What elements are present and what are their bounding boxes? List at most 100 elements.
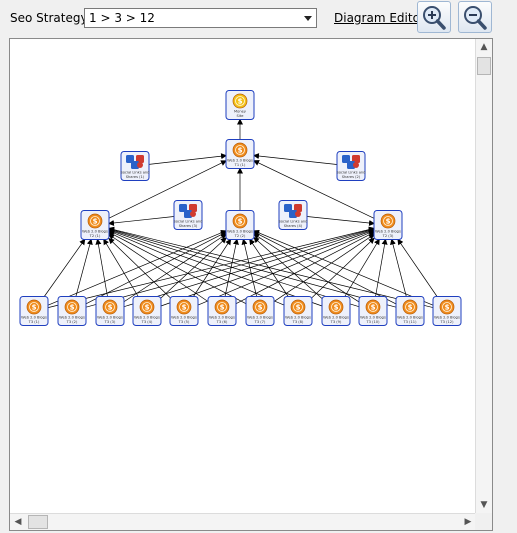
svg-text:$: $ [334, 304, 339, 312]
edge-t3-6-t2-2 [224, 238, 239, 297]
edge-t3-12-t2-3 [397, 238, 438, 297]
coin-icon: $ [26, 299, 42, 315]
edge-t3-11-t2-3 [390, 238, 407, 297]
edge-social-4-t2 [306, 216, 375, 226]
svg-text:$: $ [108, 304, 113, 312]
edge-t3-10-t2-2 [253, 233, 360, 303]
coin-icon: $ [290, 299, 306, 315]
edge-t3-2-t2-1 [75, 238, 93, 297]
edge-t3-10-t2-1 [108, 227, 360, 308]
edge-t3-2-t2-2 [85, 231, 227, 305]
scroll-left-icon[interactable]: ◀ [14, 517, 22, 527]
seo-strategy-select[interactable]: 1 > 3 > 12 [84, 8, 317, 28]
edge-t3-5-t2-3 [197, 230, 375, 306]
edge-t3-6-t2-3 [235, 231, 375, 305]
edge-t2-3-t1 [253, 160, 375, 219]
scrollbar-corner [475, 513, 492, 530]
edge-t3-2-t2-3 [85, 227, 375, 308]
social-share-icon [342, 155, 360, 169]
edge-t3-5-t2-2 [193, 238, 232, 297]
zoom-out-button[interactable] [458, 1, 492, 33]
diagram-editor-link[interactable]: Diagram Editor [334, 11, 425, 25]
social-share-icon [179, 204, 197, 218]
edge-social-3-t2 [108, 216, 175, 226]
coin-icon: $ [402, 299, 418, 315]
svg-text:$: $ [145, 304, 150, 312]
svg-text:$: $ [408, 304, 413, 312]
edge-t3-7-t2-1 [108, 231, 247, 305]
coin-icon: $ [87, 213, 103, 229]
coin-icon: $ [328, 299, 344, 315]
edge-t3-4-t2-3 [160, 228, 375, 307]
zoom-out-icon [464, 6, 487, 30]
coin-icon: $ [232, 213, 248, 229]
edge-t2-1-t1 [108, 160, 227, 219]
edge-t3-4-t2-1 [103, 238, 139, 297]
edge-t3-6-t2-1 [108, 233, 209, 302]
edge-t3-3-t2-1 [95, 238, 108, 297]
edge-t3-7-t2-2 [241, 238, 257, 297]
coin-icon: $ [214, 299, 230, 315]
edge-t3-8-t2-2 [249, 238, 289, 297]
vertical-scrollbar[interactable]: ▲ ▼ [475, 39, 492, 513]
horizontal-scrollbar[interactable]: ◀ ▶ [10, 513, 476, 530]
edge-t3-4-t2-2 [160, 237, 227, 299]
svg-text:$: $ [238, 98, 243, 106]
coin-icon: $ [64, 299, 80, 315]
scroll-up-icon[interactable]: ▲ [480, 42, 488, 52]
horizontal-scroll-thumb[interactable] [28, 515, 48, 529]
zoom-in-button[interactable] [417, 1, 451, 33]
chevron-down-icon[interactable] [304, 16, 312, 21]
coin-icon: $ [365, 299, 381, 315]
svg-text:$: $ [386, 218, 391, 226]
edge-t3-9-t2-3 [344, 238, 380, 297]
coin-icon: $ [380, 213, 396, 229]
edge-t3-8-t2-1 [108, 230, 285, 306]
zoom-in-icon [423, 6, 446, 30]
edge-t3-5-t2-1 [108, 237, 171, 298]
svg-text:$: $ [445, 304, 450, 312]
svg-text:$: $ [70, 304, 75, 312]
vertical-scroll-thumb[interactable] [477, 57, 491, 75]
edge-t3-1-t2-2 [47, 230, 227, 306]
edge-t3-9-t2-1 [108, 228, 323, 307]
social-share-icon [126, 155, 144, 169]
edge-t3-7-t2-3 [273, 233, 375, 302]
scroll-right-icon[interactable]: ▶ [464, 517, 472, 527]
edge-t3-9-t2-2 [253, 236, 323, 299]
seo-strategy-label: Seo Strategy: [10, 11, 91, 25]
edge-t3-1-t2-3 [47, 226, 375, 308]
scroll-down-icon[interactable]: ▼ [480, 500, 488, 510]
